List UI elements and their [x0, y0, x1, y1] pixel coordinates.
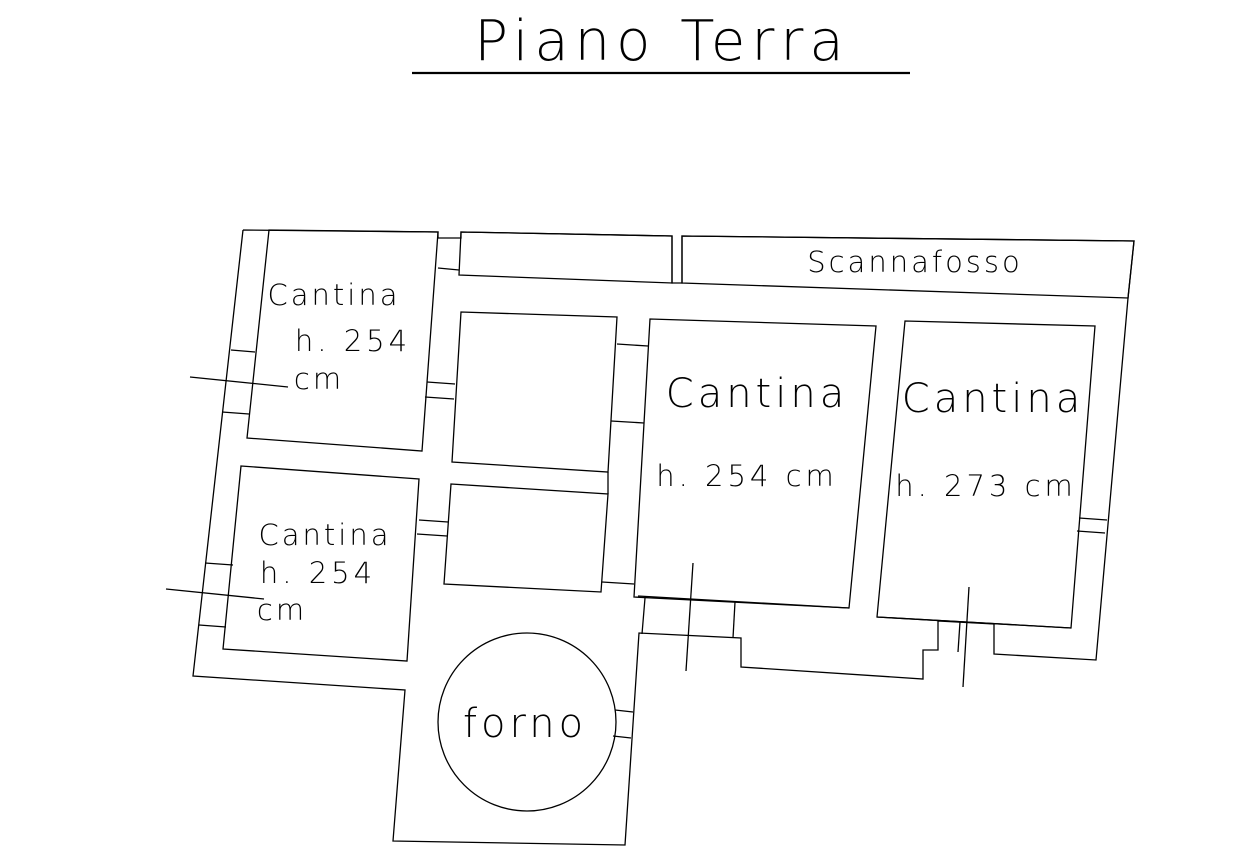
- corridor-room-lower: [443, 483, 609, 593]
- room-cantina-top-left: [246, 229, 439, 452]
- oven-circle: [437, 632, 617, 812]
- room-height-unit-label: cm: [294, 362, 344, 396]
- room-height-label: h. 254: [260, 556, 376, 590]
- scannafosso-box: [681, 235, 1135, 299]
- room-height-unit-label: cm: [257, 593, 307, 627]
- corridor-room-upper: [451, 311, 618, 473]
- room-cantina-bottom-left: [222, 465, 420, 662]
- top-strip: [458, 231, 673, 284]
- room-height-label: h. 254 cm: [656, 459, 838, 493]
- room-name-label: Cantina: [268, 278, 401, 312]
- door-openings: [198, 267, 1108, 739]
- page-title: Piano Terra: [474, 9, 849, 74]
- oven-label: forno: [463, 701, 587, 747]
- room-name-label: Cantina: [259, 518, 392, 552]
- scannafosso-label: Scannafosso: [807, 245, 1023, 279]
- section-lines: [165, 376, 970, 688]
- room-height-label: h. 254: [295, 324, 411, 358]
- room-name-label: Cantina: [666, 371, 848, 417]
- room-height-label: h. 273 cm: [895, 469, 1077, 503]
- room-name-label: Cantina: [902, 376, 1084, 422]
